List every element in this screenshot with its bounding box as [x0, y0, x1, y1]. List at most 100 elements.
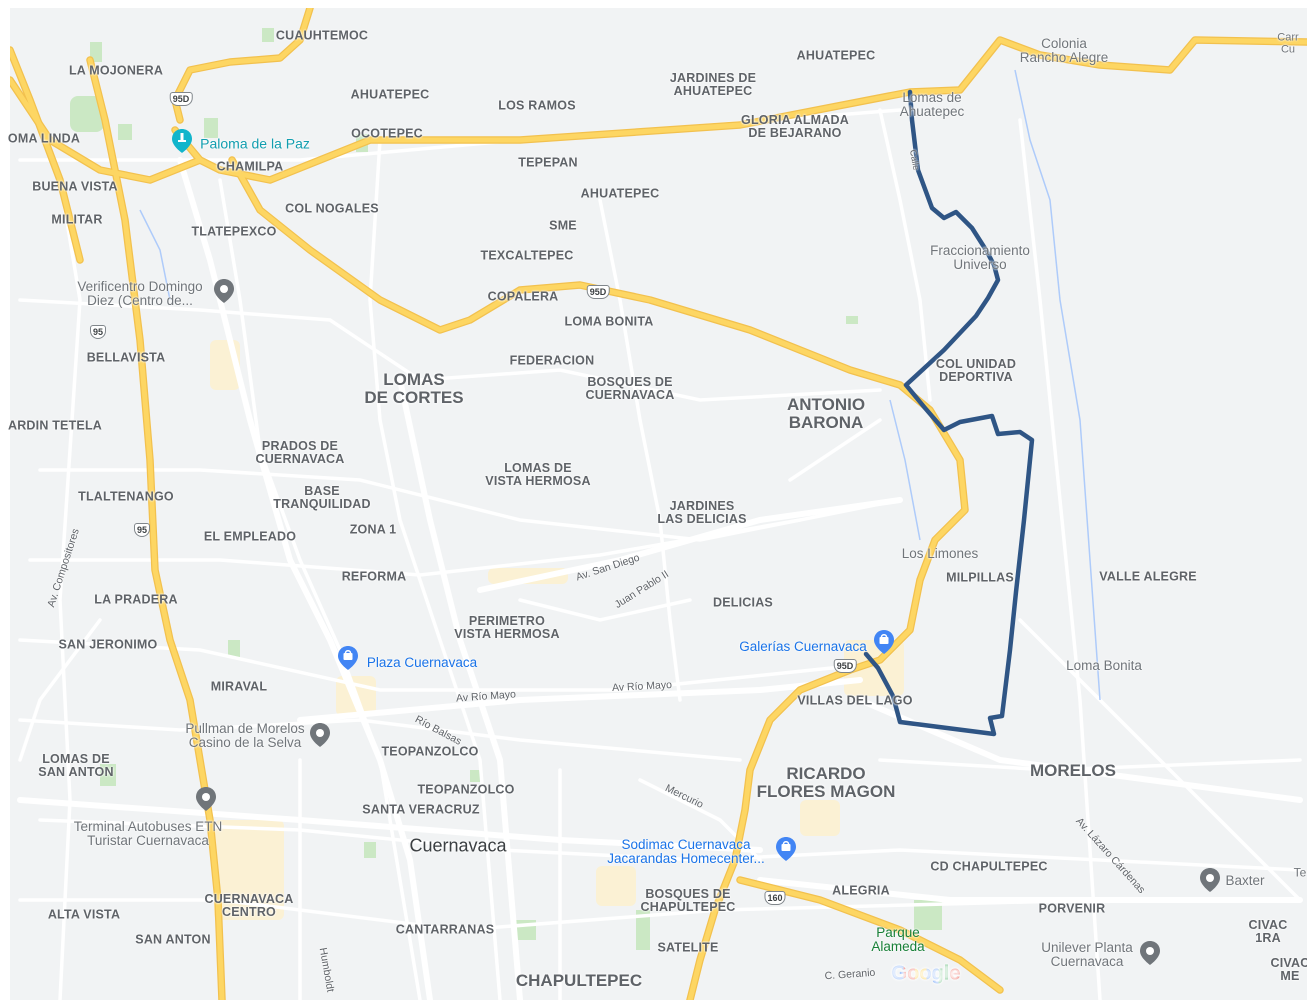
label-ahuatepec-top: AHUATEPEC [796, 48, 876, 63]
label-loma-bonita-right: Loma Bonita [1066, 657, 1142, 673]
street-av-rio-mayo-1: Av Río Mayo [455, 688, 517, 705]
label-lomas-de-san-anton: LOMAS DE SAN ANTON [38, 751, 114, 779]
label-lomas-de-cortes: LOMAS DE CORTES [364, 370, 464, 407]
label-oma-linda: OMA LINDA [7, 131, 81, 146]
label-loma-bonita-top: LOMA BONITA [564, 314, 654, 329]
label-buena-vista: BUENA VISTA [32, 179, 118, 194]
label-san-jeronimo: SAN JERONIMO [58, 637, 158, 652]
label-lomas-de-vista-hermosa: LOMAS DE VISTA HERMOSA [485, 460, 591, 488]
label-villas-del-lago: VILLAS DEL LAGO [797, 693, 913, 708]
label-jardines-de-ahuatepec: JARDINES DE AHUATEPEC [669, 70, 757, 98]
label-la-pradera: LA PRADERA [94, 592, 178, 607]
label-col-nogales: COL NOGALES [285, 201, 379, 216]
poi-baxter[interactable]: Baxter [1225, 872, 1265, 888]
poi-verificentro[interactable]: Verificentro Domingo Diez (Centro de... [77, 278, 203, 308]
google-logo-text: Google [891, 962, 961, 985]
google-logo: Google [892, 963, 961, 986]
label-gloria-almada: GLORIA ALMADA DE BEJARANO [741, 112, 849, 140]
label-chamilpa: CHAMILPA [216, 159, 284, 174]
label-cuernavaca-centro: CUERNAVACA CENTRO [204, 891, 294, 919]
waterways [139, 69, 1101, 701]
street-av-lazaro-cardenas: Av. Lázaro Cárdenas [1073, 815, 1148, 896]
label-reforma: REFORMA [341, 569, 407, 584]
label-perimetro-vista-hermosa: PERIMETRO VISTA HERMOSA [454, 613, 560, 641]
galerias-cuernavaca-pin[interactable] [873, 629, 895, 655]
street-calle-route: Calle [908, 148, 922, 171]
label-milpillas: MILPILLAS [946, 570, 1014, 585]
label-antonio-barona: ANTONIO BARONA [786, 395, 866, 432]
label-el-empleado: EL EMPLEADO [203, 529, 297, 544]
label-ahuatepec-mid: AHUATEPEC [350, 87, 430, 102]
pullman-pin[interactable] [309, 722, 331, 748]
label-federacion: FEDERACION [509, 353, 595, 368]
baxter-pin[interactable] [1199, 867, 1221, 893]
label-civac-1ra: CIVAC 1RA [1248, 917, 1288, 945]
terminal-autobuses-pin[interactable] [195, 786, 217, 812]
poi-paloma-de-la-paz[interactable]: Paloma de la Paz [200, 135, 310, 152]
poi-parque-alameda[interactable]: Parque Alameda [871, 924, 925, 954]
label-delicias: DELICIAS [713, 595, 773, 610]
unilever-pin[interactable] [1139, 940, 1161, 966]
label-cuauhtemoc: CUAUHTEMOC [275, 28, 369, 43]
street-juan-pablo-ii: Juan Pablo II [612, 568, 671, 611]
poi-plaza-cuernavaca[interactable]: Plaza Cuernavaca [366, 654, 478, 670]
label-ardin-tetela: ARDIN TETELA [7, 418, 103, 433]
street-rio-balsas: Río Balsas [413, 713, 464, 748]
label-tlaltenango: TLALTENANGO [78, 489, 174, 504]
poi-terminal-autobuses[interactable]: Terminal Autobuses ETN Turistar Cuernava… [73, 818, 223, 848]
route-badge-95d-2: 95D [586, 285, 610, 299]
label-bosques-de-chapultepec: BOSQUES DE CHAPULTEPEC [640, 886, 736, 914]
route-badge-95d-1: 95D [169, 92, 193, 106]
label-fraccionamiento-universo: Fraccionamiento Universo [930, 242, 1030, 272]
label-santa-veracruz: SANTA VERACRUZ [362, 802, 480, 817]
label-alegria: ALEGRIA [832, 883, 890, 898]
paloma-de-la-paz-pin[interactable] [171, 128, 193, 154]
street-av-compositores: Av. Compositores [45, 527, 82, 609]
poi-unilever[interactable]: Unilever Planta Cuernavaca [1041, 939, 1133, 969]
sodimac-pin[interactable] [775, 836, 797, 862]
label-cantarranas: CANTARRANAS [395, 922, 495, 937]
label-porvenir: PORVENIR [1038, 901, 1106, 916]
label-ahuatepec-low: AHUATEPEC [580, 186, 660, 201]
label-alta-vista: ALTA VISTA [47, 907, 121, 922]
route-line[interactable] [863, 89, 1035, 737]
poi-galerias-cuernavaca[interactable]: Galerías Cuernavaca [739, 638, 867, 654]
label-civac-me: CIVAC ME [1270, 955, 1307, 983]
label-militar: MILITAR [51, 212, 103, 227]
label-teopanzolco-1: TEOPANZOLCO [381, 744, 479, 759]
label-ricardo-flores-magon: RICARDO FLORES MAGON [756, 764, 896, 801]
label-morelos: MORELOS [1030, 761, 1116, 781]
verificentro-pin[interactable] [213, 278, 235, 304]
label-lomas-de-ahuatepec: Lomas de Ahuatepec [899, 89, 965, 119]
label-san-anton: SAN ANTON [135, 932, 211, 947]
poi-pullman[interactable]: Pullman de Morelos Casino de la Selva [185, 720, 305, 750]
label-tlatepexco: TLATEPEXCO [191, 224, 277, 239]
label-copalera: COPALERA [487, 289, 559, 304]
street-humboldt: Humboldt [316, 946, 337, 994]
highways [6, 4, 1307, 1000]
label-la-mojonera: LA MOJONERA [68, 63, 164, 78]
route-badge-160: 160 [764, 891, 786, 905]
label-sme: SME [549, 218, 577, 233]
label-colonia-rancho-alegre: Colonia Rancho Alegre [1019, 35, 1109, 65]
plaza-cuernavaca-pin[interactable] [337, 645, 359, 671]
label-ocotepec: OCOTEPEC [351, 126, 423, 141]
route-badge-95-2: 95 [133, 523, 151, 537]
route-badge-95-1: 95 [89, 325, 107, 339]
label-te: Te [1293, 865, 1307, 880]
label-teopanzolco-2: TEOPANZOLCO [417, 782, 515, 797]
label-bellavista: BELLAVISTA [86, 350, 166, 365]
label-valle-alegre: VALLE ALEGRE [1099, 569, 1197, 584]
label-jardines-las-delicias: JARDINES LAS DELICIAS [657, 498, 747, 526]
label-bosques-de-cuernavaca: BOSQUES DE CUERNAVACA [585, 374, 675, 402]
label-texcaltepec: TEXCALTEPEC [480, 248, 574, 263]
label-col-unidad-deportiva: COL UNIDAD DEPORTIVA [935, 356, 1017, 384]
label-miraval: MIRAVAL [210, 679, 268, 694]
label-base-tranquilidad: BASE TRANQUILIDAD [273, 483, 371, 511]
label-prados-de-cuernavaca: PRADOS DE CUERNAVACA [255, 438, 345, 466]
street-av-san-diego: Av. San Diego [574, 551, 642, 584]
poi-sodimac[interactable]: Sodimac Cuernavaca Jacarandas Homecenter… [607, 836, 765, 866]
label-cuernavaca-city: Cuernavaca [409, 835, 507, 856]
